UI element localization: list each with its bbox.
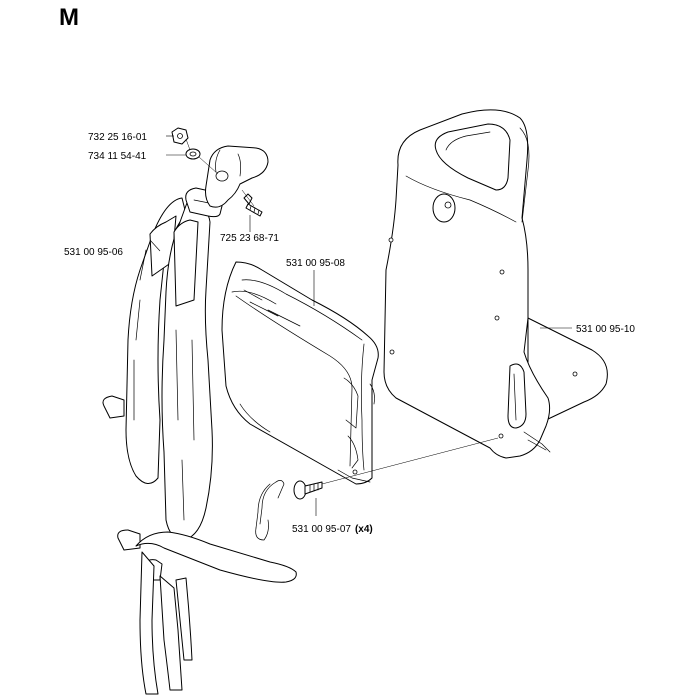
section-letter: M [59,4,79,31]
label-back-plate: 531 00 95-10 [576,324,635,335]
label-leaders [149,135,572,516]
mounting-plate [205,145,269,208]
label-harness: 531 00 95-06 [64,247,123,258]
harness [102,187,297,695]
screw-small [243,193,263,217]
label-screw-small: 725 23 68-71 [220,233,279,244]
label-screw-qty: (x4) [355,524,373,535]
label-screw-number: 531 00 95-07 [292,524,351,535]
assembly-lines [185,138,499,485]
nut [171,127,189,145]
label-screw: 531 00 95-07 (x4) [292,524,373,535]
screw-and-clip [255,480,323,541]
label-washer: 734 11 54-41 [88,151,147,162]
back-plate [383,109,608,459]
label-nut: 732 25 16-01 [88,132,147,143]
label-pad: 531 00 95-08 [286,258,345,269]
pad [221,261,379,485]
part-labels: 732 25 16-01 734 11 54-41 725 23 68-71 5… [64,132,635,535]
washer [185,148,201,160]
